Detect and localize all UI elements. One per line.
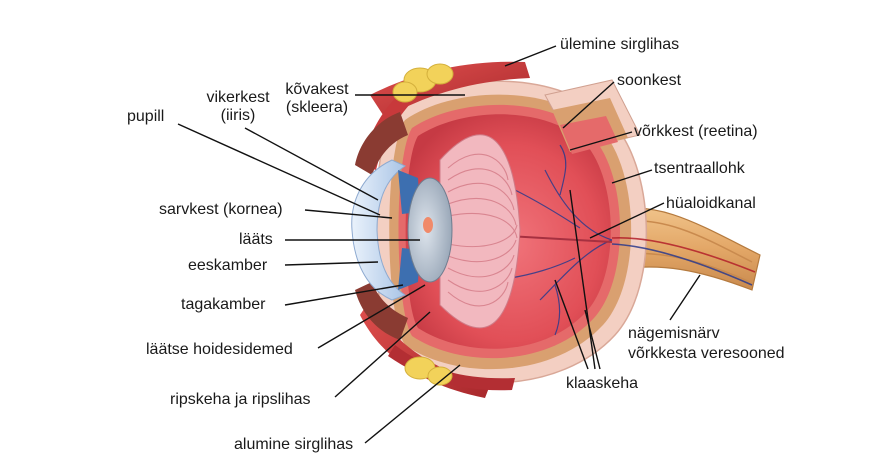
label-retina: võrkkest (reetina) bbox=[634, 123, 758, 140]
label-choroid: soonkest bbox=[617, 72, 682, 89]
label-iris-alt: (iiris) bbox=[220, 107, 256, 124]
orbital-fat bbox=[392, 63, 454, 386]
leader-lines bbox=[177, 45, 701, 444]
label-fovea: tsentraallohk bbox=[654, 160, 745, 177]
label-cornea: sarvkest (kornea) bbox=[159, 201, 283, 218]
label-posterior-chamber: tagakamber bbox=[181, 296, 266, 313]
label-iris: vikerkest (iiris) bbox=[200, 89, 276, 125]
label-iris-name: vikerkest bbox=[206, 89, 270, 106]
ciliary-body bbox=[439, 134, 521, 329]
label-superior-rectus: ülemine sirglihas bbox=[560, 36, 680, 53]
label-lens: lääts bbox=[239, 231, 273, 248]
label-sclera-name: kõvakest bbox=[285, 81, 349, 98]
upper-eyelid-tissue bbox=[355, 112, 408, 175]
label-retinal-vessels: võrkkesta veresooned bbox=[628, 345, 785, 362]
label-ciliary-body: ripskeha ja ripslihas bbox=[170, 391, 311, 408]
cornea bbox=[351, 159, 407, 301]
label-optic-nerve: nägemisnärv bbox=[628, 325, 720, 342]
label-anterior-chamber: eeskamber bbox=[188, 257, 268, 274]
label-pupil: pupill bbox=[127, 108, 165, 125]
label-sclera-alt: (skleera) bbox=[285, 99, 349, 116]
label-inferior-rectus: alumine sirglihas bbox=[234, 436, 354, 453]
label-hyaloid-canal: hüaloidkanal bbox=[666, 195, 756, 212]
label-zonules: läätse hoidesidemed bbox=[146, 341, 293, 358]
label-vitreous-body: klaaskeha bbox=[566, 375, 639, 392]
label-sclera: kõvakest (skleera) bbox=[276, 81, 358, 117]
